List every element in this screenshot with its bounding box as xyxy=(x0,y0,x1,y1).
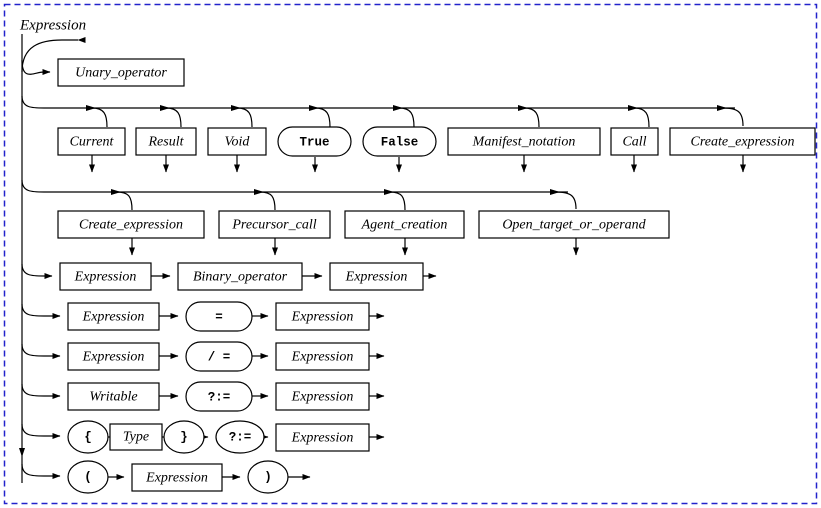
rail-spine-arrowhead xyxy=(19,448,25,457)
page-title: Expression xyxy=(19,17,86,33)
rail-fanout1-drops xyxy=(91,107,650,128)
node-paren-open[interactable]: ( xyxy=(67,460,109,494)
node-brace-close[interactable]: } xyxy=(163,420,205,454)
rail-fanout1-right-drop xyxy=(722,107,744,127)
node-binary-operator[interactable]: Binary_operator xyxy=(177,262,303,291)
node-label: Current xyxy=(70,135,115,150)
node-writable[interactable]: Writable xyxy=(67,382,160,411)
rail-fanout1-arrowheads xyxy=(86,105,727,111)
node-label: Expression xyxy=(291,310,354,325)
drop-current xyxy=(91,107,108,128)
node-label: / = xyxy=(208,350,231,364)
node-label: Expression xyxy=(74,270,137,285)
node-label: ?:= xyxy=(229,430,252,444)
node-label: Create_expression xyxy=(691,135,795,150)
node-create-expression-1[interactable]: Create_expression xyxy=(669,127,816,156)
node-label: Agent_creation xyxy=(361,218,448,233)
node-label: ) xyxy=(264,470,272,484)
drop-result xyxy=(165,107,182,128)
node-typeassign-operator[interactable]: ?:= xyxy=(215,420,265,454)
rail-branch-writable xyxy=(21,383,61,399)
node-open-target-or-operand[interactable]: Open_target_or_operand xyxy=(478,210,670,239)
node-label: Manifest_notation xyxy=(472,135,576,150)
node-label: Expression xyxy=(291,431,354,446)
node-label: Binary_operator xyxy=(193,270,288,285)
node-notequal-operator[interactable]: / = xyxy=(185,341,253,372)
node-label: = xyxy=(215,310,223,324)
rail-fanout1-line xyxy=(21,95,735,109)
node-label: ?:= xyxy=(208,390,231,404)
node-paren-expression[interactable]: Expression xyxy=(131,463,223,492)
node-label: Type xyxy=(123,430,149,445)
rail-fanout2-arrowheads xyxy=(111,189,560,195)
rail-branch-equal xyxy=(21,303,61,319)
node-equal-operator[interactable]: = xyxy=(185,301,253,332)
node-label: } xyxy=(180,430,188,444)
node-equal-left-expression[interactable]: Expression xyxy=(67,302,160,331)
node-notequal-right-expression[interactable]: Expression xyxy=(275,342,370,371)
node-label: Expression xyxy=(145,471,208,486)
rail-row2-exits xyxy=(129,238,579,256)
drop-false xyxy=(398,107,415,128)
node-brace-open[interactable]: { xyxy=(67,420,109,454)
node-false[interactable]: False xyxy=(362,126,437,157)
drop-manifest xyxy=(523,107,540,128)
node-call[interactable]: Call xyxy=(610,127,659,156)
rail-fanout2-drops xyxy=(116,191,406,211)
rail-fanout2-line xyxy=(21,179,568,193)
node-label: Open_target_or_operand xyxy=(502,218,646,233)
node-type[interactable]: Type xyxy=(109,423,163,451)
rail-row1-exits xyxy=(89,155,746,173)
node-label: Expression xyxy=(82,350,145,365)
node-binary-right-expression[interactable]: Expression xyxy=(329,262,424,291)
node-label: True xyxy=(299,135,329,149)
rail-branch-binary xyxy=(21,263,53,279)
rail-unary-loop-in xyxy=(21,59,51,75)
diagram-frame xyxy=(3,3,818,505)
drop-agent xyxy=(389,191,406,211)
node-label: Expression xyxy=(82,310,145,325)
node-label: Void xyxy=(225,135,251,150)
node-manifest-notation[interactable]: Manifest_notation xyxy=(447,127,601,156)
node-label: Expression xyxy=(291,390,354,405)
drop-create-2 xyxy=(116,191,133,211)
rail-branch-paren xyxy=(21,463,61,479)
node-true[interactable]: True xyxy=(277,126,352,157)
node-notequal-left-expression[interactable]: Expression xyxy=(67,342,160,371)
node-writable-right-expression[interactable]: Expression xyxy=(275,382,370,411)
node-equal-right-expression[interactable]: Expression xyxy=(275,302,370,331)
drop-true xyxy=(314,107,331,128)
node-label: Writable xyxy=(89,390,137,405)
node-binary-left-expression[interactable]: Expression xyxy=(59,262,152,291)
node-create-expression-2[interactable]: Create_expression xyxy=(57,210,205,239)
rail-lines xyxy=(19,34,746,483)
node-agent-creation[interactable]: Agent_creation xyxy=(344,210,465,239)
drop-call xyxy=(633,107,650,128)
rail-branch-notequal xyxy=(21,343,61,359)
node-label: Unary_operator xyxy=(75,66,167,81)
rail-branch-typeassign xyxy=(21,423,61,439)
node-label: Expression xyxy=(345,270,408,285)
node-label: Expression xyxy=(291,350,354,365)
drop-precursor xyxy=(259,191,276,211)
node-label: { xyxy=(84,430,92,444)
node-label: Result xyxy=(148,135,185,150)
node-label: False xyxy=(381,135,419,149)
node-paren-close[interactable]: ) xyxy=(247,460,289,494)
node-label: ( xyxy=(84,470,92,484)
node-writable-operator[interactable]: ?:= xyxy=(185,381,253,412)
node-void[interactable]: Void xyxy=(207,127,267,156)
node-precursor-call[interactable]: Precursor_call xyxy=(218,210,331,239)
drop-void xyxy=(236,107,253,128)
node-label: Call xyxy=(622,135,646,150)
node-typeassign-expression[interactable]: Expression xyxy=(275,423,370,452)
rail-fanout2-right-drop xyxy=(555,191,577,210)
node-result[interactable]: Result xyxy=(135,127,197,156)
node-unary-operator[interactable]: Unary_operator xyxy=(57,58,185,87)
node-label: Create_expression xyxy=(79,218,183,233)
node-label: Precursor_call xyxy=(231,218,316,233)
node-current[interactable]: Current xyxy=(57,127,126,156)
